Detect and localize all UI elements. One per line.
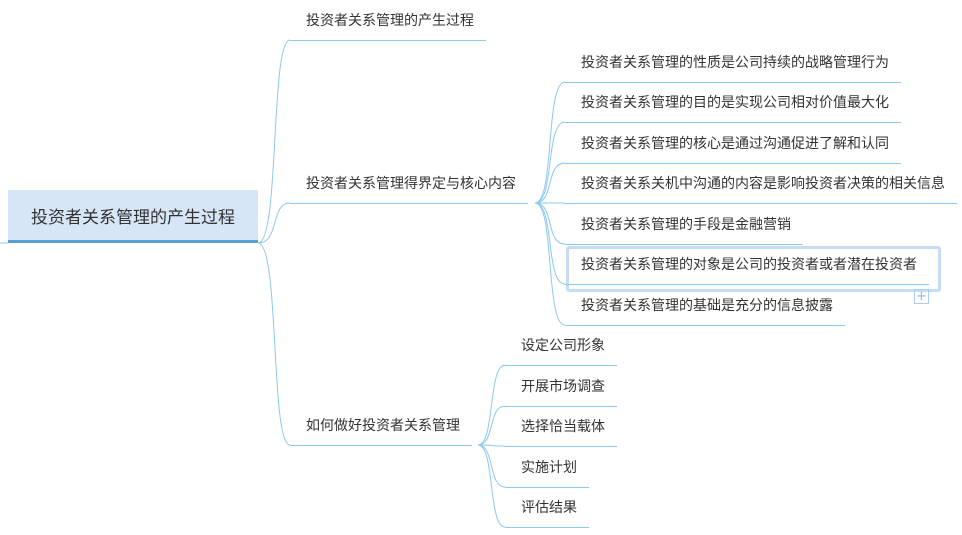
branch-topic-how-to[interactable]: 如何做好投资者关系管理 bbox=[290, 417, 472, 446]
add-topic-button[interactable]: + bbox=[914, 289, 929, 304]
branch-topic-definition[interactable]: 投资者关系管理得界定与核心内容 bbox=[290, 175, 528, 204]
root-topic-label: 投资者关系管理的产生过程 bbox=[31, 207, 235, 228]
selection-highlight bbox=[566, 246, 941, 292]
subtopic-selected[interactable]: 投资者关系管理的对象是公司的投资者或者潜在投资者 bbox=[565, 256, 929, 285]
subtopic[interactable]: 选择恰当载体 bbox=[505, 418, 617, 447]
subtopic[interactable]: 实施计划 bbox=[505, 459, 589, 488]
subtopic[interactable]: 投资者关系管理的目的是实现公司相对价值最大化 bbox=[565, 94, 901, 123]
subtopic[interactable]: 投资者关系管理的性质是公司持续的战略管理行为 bbox=[565, 54, 901, 83]
subtopic[interactable]: 投资者关系关机中沟通的内容是影响投资者决策的相关信息 bbox=[565, 175, 957, 204]
subtopic[interactable]: 评估结果 bbox=[505, 499, 589, 528]
branch-topic-origin[interactable]: 投资者关系管理的产生过程 bbox=[290, 12, 486, 41]
subtopic[interactable]: 投资者关系管理的基础是充分的信息披露 bbox=[565, 297, 845, 326]
subtopic[interactable]: 投资者关系管理的核心是通过沟通促进了解和认同 bbox=[565, 135, 901, 164]
subtopic[interactable]: 投资者关系管理的手段是金融营销 bbox=[565, 216, 803, 245]
subtopic[interactable]: 设定公司形象 bbox=[505, 337, 617, 366]
root-topic[interactable]: 投资者关系管理的产生过程 bbox=[8, 190, 258, 243]
subtopic[interactable]: 开展市场调查 bbox=[505, 378, 617, 407]
